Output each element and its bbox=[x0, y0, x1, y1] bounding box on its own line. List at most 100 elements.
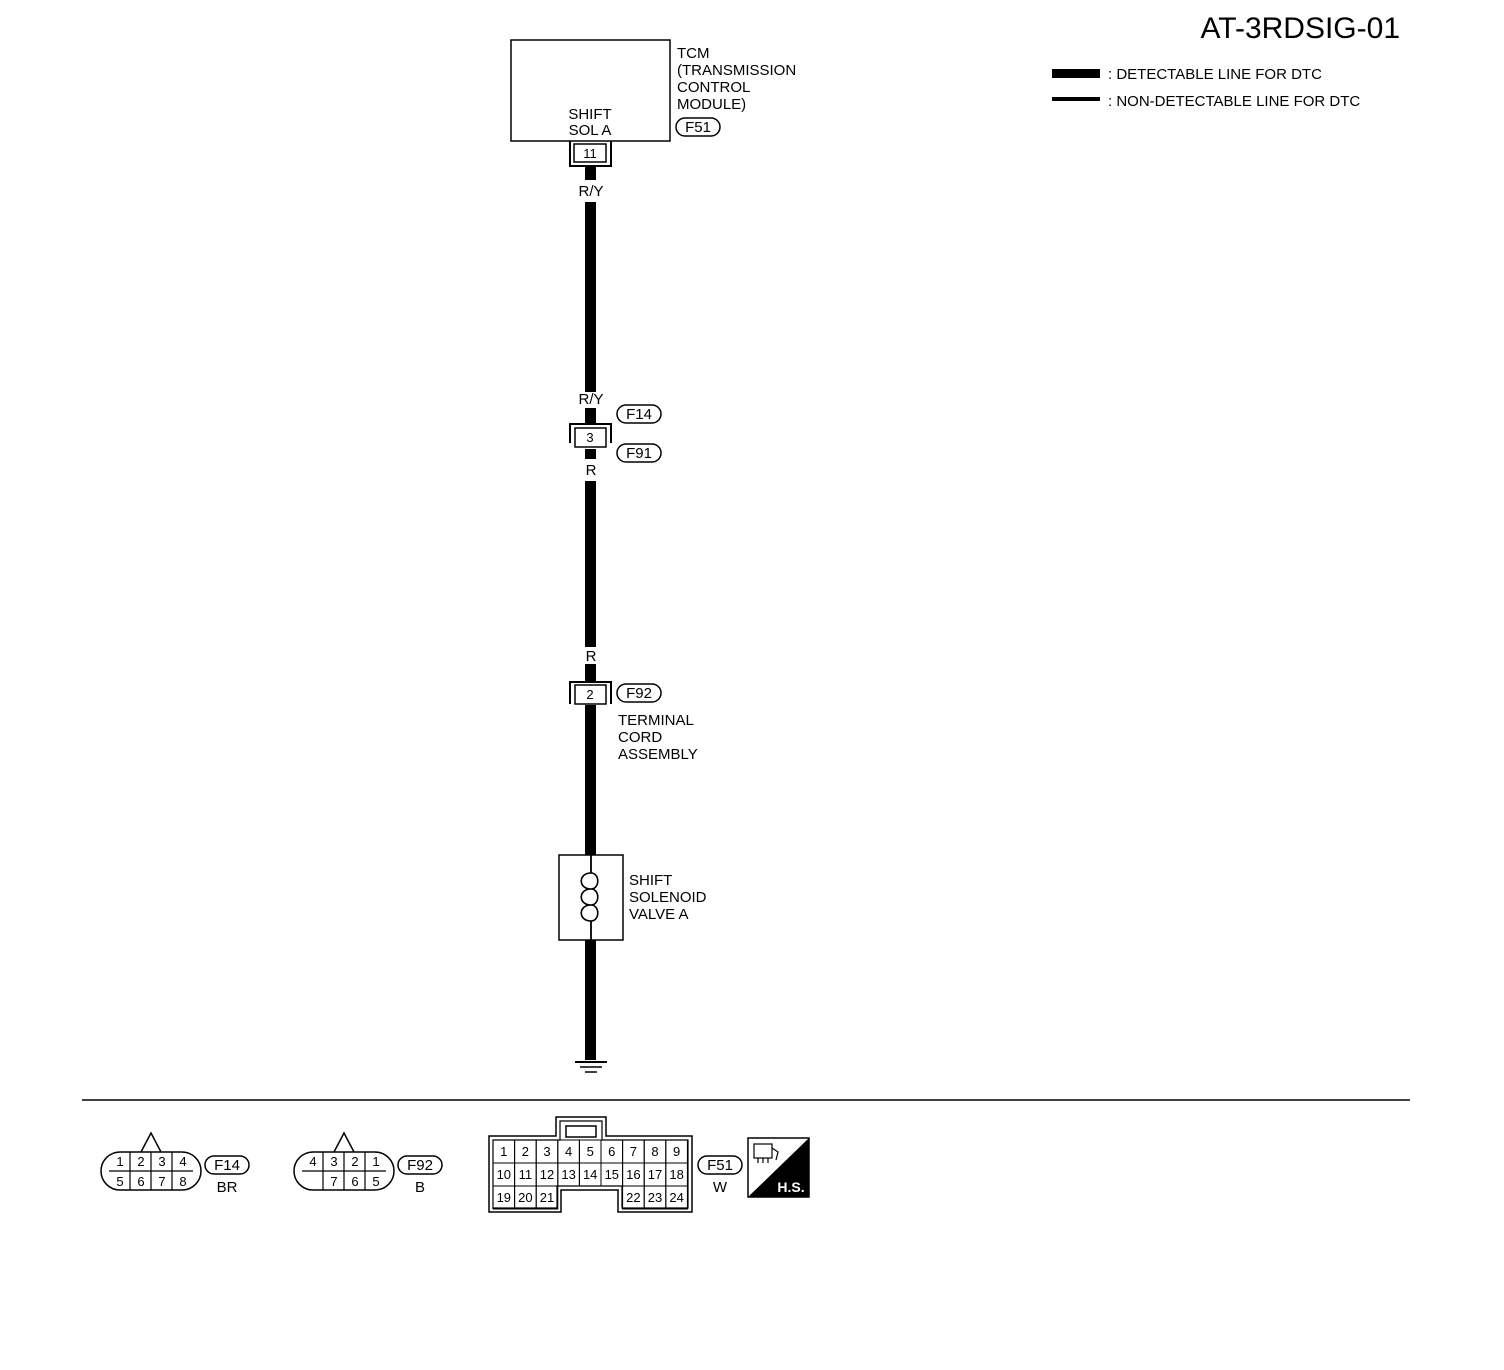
inline-connector-pin-number: 3 bbox=[586, 430, 593, 445]
f51-pin: 19 bbox=[497, 1190, 511, 1205]
solenoid-coil-icon bbox=[580, 872, 599, 922]
tcm-pin-number: 11 bbox=[583, 146, 597, 161]
wire-segment-6 bbox=[585, 664, 596, 682]
connector-f14-latch bbox=[140, 1131, 162, 1153]
hs-badge: H.S. bbox=[747, 1137, 810, 1198]
connector-view-f92-id: F92 bbox=[407, 1157, 433, 1174]
wire-color-low: R bbox=[586, 648, 597, 665]
connector-view-f92-tag-outline bbox=[397, 1155, 443, 1175]
connector-f51-latch bbox=[565, 1125, 597, 1138]
f51-pin: 12 bbox=[540, 1167, 554, 1182]
tcm-pin-box bbox=[573, 143, 607, 163]
f51-pin: 16 bbox=[626, 1167, 640, 1182]
f92-pin: 5 bbox=[372, 1174, 379, 1189]
f51-pin: 2 bbox=[522, 1144, 529, 1159]
terminal-cord-label-2: CORD bbox=[618, 729, 662, 746]
f51-pin: 9 bbox=[673, 1144, 680, 1159]
wire-segment-5 bbox=[585, 481, 596, 647]
wire-color-mid-top: R/Y bbox=[578, 391, 603, 408]
solenoid-label-1: SHIFT bbox=[629, 872, 672, 889]
f14-pin: 3 bbox=[158, 1154, 165, 1169]
f51-pin: 22 bbox=[626, 1190, 640, 1205]
f51-pin: 10 bbox=[497, 1167, 511, 1182]
terminal-cord-label-1: TERMINAL bbox=[618, 712, 694, 729]
connector-tag-f14-outline bbox=[616, 404, 662, 424]
harness-side-icon bbox=[753, 1143, 779, 1163]
solenoid-label-2: SOLENOID bbox=[629, 889, 707, 906]
connector-tag-f91-outline bbox=[616, 443, 662, 463]
connector-view-f14-id: F14 bbox=[214, 1157, 240, 1174]
f51-pin: 24 bbox=[669, 1190, 683, 1205]
f51-pin: 17 bbox=[648, 1167, 662, 1182]
wire-segment-8 bbox=[585, 940, 596, 1060]
tcm-connector-tag: F51 bbox=[675, 117, 721, 137]
f14-pin: 5 bbox=[116, 1174, 123, 1189]
f51-pin: 4 bbox=[565, 1144, 572, 1159]
legend-detectable-swatch bbox=[1052, 69, 1100, 78]
f51-pin: 3 bbox=[543, 1144, 550, 1159]
terminal-cord-pin-number: 2 bbox=[586, 687, 593, 702]
detectable-wire bbox=[585, 166, 596, 1060]
connector-tag-f92: F92 bbox=[626, 685, 652, 702]
connector-view-f51-tag-outline bbox=[697, 1155, 743, 1175]
f14-pin: 8 bbox=[179, 1174, 186, 1189]
diagram-id: AT-3RDSIG-01 bbox=[1201, 12, 1401, 45]
f92-pin: 7 bbox=[330, 1174, 337, 1189]
f92-pin: 4 bbox=[309, 1154, 316, 1169]
connector-view-f51-color: W bbox=[713, 1179, 728, 1196]
f51-pin: 13 bbox=[561, 1167, 575, 1182]
connector-tag-f14: F14 bbox=[626, 406, 652, 423]
connector-view-f92: 4 3 2 1 7 6 5 F92 B bbox=[293, 1131, 443, 1196]
wire-segment-7 bbox=[585, 705, 596, 855]
shift-solenoid-valve: SHIFT SOLENOID VALVE A bbox=[558, 854, 707, 941]
inline-connector: 3 F14 F91 bbox=[569, 404, 662, 463]
legend-non-detectable-text: : NON-DETECTABLE LINE FOR DTC bbox=[1108, 93, 1360, 110]
f14-pin: 4 bbox=[179, 1154, 186, 1169]
connector-f51-inner-body bbox=[492, 1120, 689, 1209]
f51-pin: 1 bbox=[500, 1144, 507, 1159]
connector-tag-f91: F91 bbox=[626, 445, 652, 462]
connector-view-f14-color: BR bbox=[217, 1179, 238, 1196]
tcm-terminal-label-1: SHIFT bbox=[568, 106, 611, 123]
f92-pin: 2 bbox=[351, 1154, 358, 1169]
legend: : DETECTABLE LINE FOR DTC : NON-DETECTAB… bbox=[1052, 66, 1360, 110]
f51-pin: 11 bbox=[519, 1167, 533, 1182]
tcm-box bbox=[510, 39, 671, 142]
terminal-cord-pin-box bbox=[574, 684, 607, 705]
f92-pin: 3 bbox=[330, 1154, 337, 1169]
f51-pin: 21 bbox=[540, 1190, 554, 1205]
f51-pin: 6 bbox=[608, 1144, 615, 1159]
connector-tag-f92-outline bbox=[616, 683, 662, 703]
connector-f92-latch bbox=[333, 1131, 355, 1153]
tcm-desc-line-1: (TRANSMISSION bbox=[677, 62, 796, 79]
connector-view-f14-tag-outline bbox=[204, 1155, 250, 1175]
f14-pin: 6 bbox=[137, 1174, 144, 1189]
tcm-module: TCM (TRANSMISSION CONTROL MODULE) SHIFT … bbox=[510, 39, 796, 167]
f14-pin: 7 bbox=[158, 1174, 165, 1189]
f51-pin: 23 bbox=[648, 1190, 662, 1205]
f14-pin: 1 bbox=[116, 1154, 123, 1169]
f92-pin: 1 bbox=[372, 1154, 379, 1169]
tcm-terminal-label-2: SOL A bbox=[569, 122, 612, 139]
ground-icon bbox=[575, 1061, 607, 1073]
f51-pin: 14 bbox=[583, 1167, 597, 1182]
inline-connector-pin-box bbox=[574, 427, 607, 448]
f51-pin: 8 bbox=[651, 1144, 658, 1159]
terminal-cord-bracket bbox=[569, 681, 612, 704]
f51-pin: 7 bbox=[630, 1144, 637, 1159]
f51-pin-cell bbox=[665, 1185, 688, 1210]
tcm-desc-line-3: MODULE) bbox=[677, 96, 746, 113]
connector-view-f14: 1 2 3 4 5 6 7 8 F14 BR bbox=[100, 1131, 250, 1196]
tcm-connector-tag-outline bbox=[675, 117, 721, 137]
f51-pin: 15 bbox=[605, 1167, 619, 1182]
connector-view-f51-id: F51 bbox=[707, 1157, 733, 1174]
hs-badge-dark-triangle bbox=[748, 1138, 809, 1197]
f14-pin: 2 bbox=[137, 1154, 144, 1169]
f51-pin-cell bbox=[535, 1185, 559, 1210]
wire-segment-1 bbox=[585, 166, 596, 180]
f92-pin: 6 bbox=[351, 1174, 358, 1189]
wire-color-top: R/Y bbox=[578, 183, 603, 200]
